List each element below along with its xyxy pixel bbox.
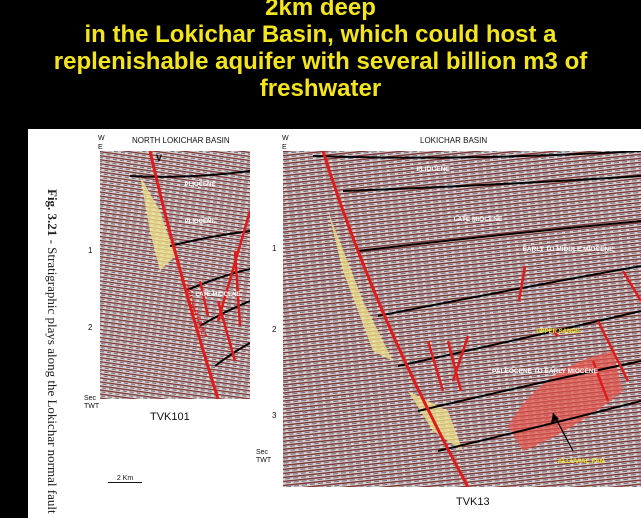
right-tick-1: 1: [272, 244, 277, 253]
left-dir-w: W: [98, 135, 105, 142]
right-fault: [517, 265, 527, 302]
callout-arrowhead: [551, 413, 559, 423]
right-fault: [621, 270, 641, 302]
right-direction-labels: W E: [282, 134, 289, 152]
left-sand-body: [140, 176, 175, 271]
left-tick-1: 1: [88, 246, 93, 255]
right-fault: [596, 320, 630, 382]
alluvial-fan-label: ALLUVIAL FAN: [558, 458, 605, 465]
right-seismic-section: PLIOCENE LATE MIOCENE EARLY TO MIDDLE MI…: [283, 151, 641, 487]
right-horizon-label: PLIOCENE: [416, 166, 450, 173]
left-horizon-label: LATE MIOCENE: [196, 292, 241, 298]
left-dir-e: E: [98, 144, 103, 151]
right-fault: [426, 340, 445, 392]
right-tick-3: 3: [272, 411, 277, 420]
right-horizon: [377, 265, 641, 317]
left-panel-title: NORTH LOKICHAR BASIN: [132, 136, 230, 145]
right-dir-w: W: [282, 135, 289, 142]
left-twt-label: TWT: [84, 403, 100, 410]
right-sec-label: Sec: [256, 449, 269, 456]
left-horizon: [129, 170, 250, 178]
title-line: in the Lokichar Basin, which could host …: [84, 21, 557, 48]
title-line: replenishable aquifer with several billi…: [53, 48, 588, 75]
left-horizon-label: PLIOCENE: [185, 219, 216, 225]
left-fault: [216, 210, 250, 322]
right-sec-twt: Sec TWT: [256, 449, 271, 465]
right-horizon: [312, 151, 641, 159]
right-horizon: [357, 220, 641, 252]
right-tick-2: 2: [272, 325, 277, 334]
right-dir-e: E: [282, 144, 287, 151]
right-horizon: [417, 360, 641, 412]
right-horizon: [342, 175, 641, 192]
right-horizon: [437, 400, 641, 452]
left-direction-labels: W E: [98, 134, 105, 152]
caption-label: Fig. 3.21: [45, 189, 60, 237]
right-twt-label: TWT: [256, 457, 272, 464]
left-tick-2: 2: [88, 323, 93, 332]
right-fault: [451, 335, 470, 382]
right-line-name: TVK13: [456, 496, 490, 508]
right-main-fault: [321, 151, 470, 487]
left-main-fault: [148, 151, 220, 399]
left-sec-twt: Sec TWT: [84, 395, 99, 411]
figure-caption: Fig. 3.21 - Stratigraphic plays along th…: [40, 189, 64, 514]
scale-bar: 2 Km: [108, 475, 142, 483]
left-fault: [198, 280, 210, 317]
left-sec-label: Sec: [84, 395, 97, 402]
left-horizon: [169, 230, 250, 247]
left-horizon-label: PLIOCENE: [185, 182, 216, 188]
right-horizon-label: EARLY TO MIDDLE MIOCENE: [523, 246, 615, 253]
right-horizon: [397, 310, 641, 367]
left-horizon: [184, 268, 250, 292]
title-line: 2km deep: [265, 0, 376, 21]
right-horizon-label: LATE MIOCENE: [454, 216, 503, 223]
seismic-figure: Fig. 3.21 - Stratigraphic plays along th…: [28, 129, 641, 518]
left-fault-marker: V: [156, 153, 162, 163]
right-fault: [552, 330, 559, 337]
right-seismic-texture: [283, 151, 641, 487]
left-seismic-section: V PLIOCENE PLIOCENE LATE MIOCENE LOKICHA…: [100, 151, 250, 399]
slide-title: 2km deep in the Lokichar Basin, which co…: [0, 0, 641, 102]
upper-sands-label: UPPER SANDS: [536, 329, 579, 335]
left-horizon: [199, 300, 250, 327]
title-line: freshwater: [259, 75, 382, 102]
right-horizon-label: PALEOCENE TO EARLY MIOCENE: [492, 368, 599, 375]
left-line-name: TVK101: [150, 411, 190, 423]
right-fault: [446, 340, 463, 392]
right-sand-body: [408, 391, 463, 451]
caption-text: - Stratigraphic plays along the Lokichar…: [45, 236, 60, 514]
right-fault: [591, 360, 610, 402]
alluvial-fan-body: [508, 351, 623, 451]
scale-label: 2 Km: [116, 475, 134, 482]
right-panel-title: LOKICHAR BASIN: [420, 136, 488, 145]
